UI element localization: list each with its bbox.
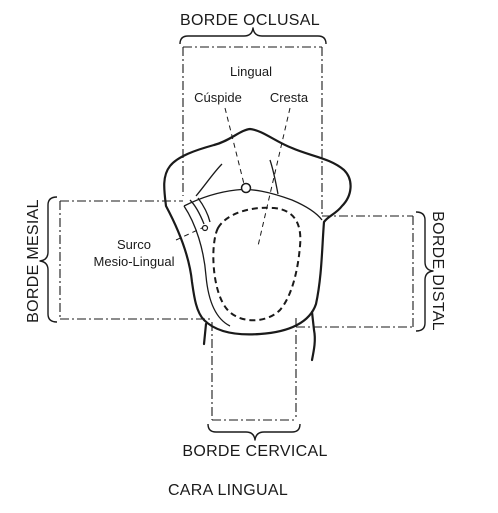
label-borde-distal: BORDE DISTAL	[429, 211, 446, 331]
label-surco: Surco	[117, 237, 151, 252]
marginal-ridge-line	[183, 188, 323, 327]
cusp-point-marker	[240, 182, 252, 194]
leader-lines	[175, 107, 291, 247]
label-cuspide: Cúspide	[194, 90, 242, 105]
label-borde-oclusal: BORDE OCLUSAL	[180, 12, 320, 29]
mesial-distal-frame	[59, 200, 414, 328]
dashed-inner-outline	[212, 206, 302, 322]
groove-point-marker	[201, 224, 209, 232]
cusp-ridge-lines	[195, 159, 279, 197]
root-outline	[202, 310, 316, 362]
mesio-lingual-groove	[189, 197, 211, 225]
label-cresta: Cresta	[270, 90, 309, 105]
brace-cervical	[207, 423, 301, 441]
brace-distal	[415, 211, 434, 332]
label-cara-lingual: CARA LINGUAL	[168, 482, 288, 499]
tooth-crown-outline	[163, 127, 352, 336]
label-borde-cervical: BORDE CERVICAL	[182, 443, 327, 460]
label-mesio-lingual: Mesio-Lingual	[94, 254, 175, 269]
brace-occlusal	[179, 27, 327, 45]
occlusal-cervical-frame	[182, 46, 323, 421]
brace-mesial	[39, 196, 58, 323]
label-borde-mesial: BORDE MESIAL	[25, 199, 42, 323]
label-lingual: Lingual	[230, 64, 272, 79]
